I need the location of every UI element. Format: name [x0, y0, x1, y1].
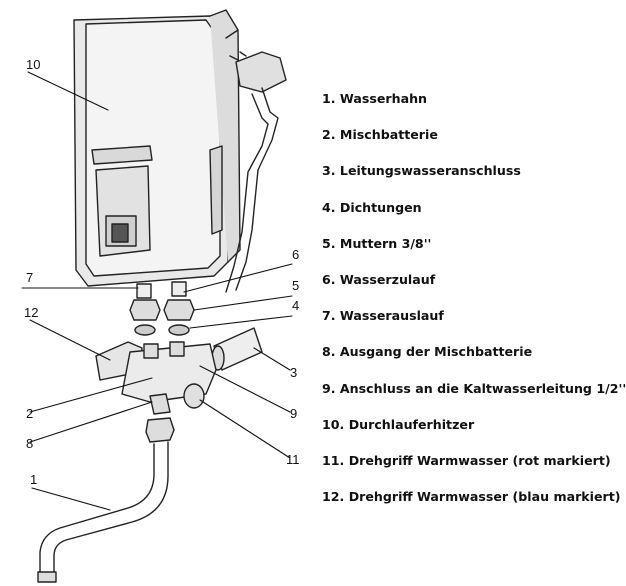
legend-item-7: 7. Wasserauslauf: [322, 308, 444, 324]
callout-2: 2: [26, 406, 33, 421]
callout-3: 3: [290, 365, 297, 380]
callout-leaders: [21, 71, 293, 511]
callout-4: 4: [292, 298, 299, 313]
mixer-battery: [95, 341, 217, 415]
callout-5: 5: [292, 278, 299, 293]
callout-12: 12: [24, 305, 38, 320]
faucet-spout: [37, 441, 169, 583]
legend-item-11: 11. Drehgriff Warmwasser (rot markiert): [322, 452, 611, 468]
legend-item-1: 1. Wasserhahn: [322, 91, 428, 106]
callout-1: 1: [30, 472, 37, 487]
legend-item-4: 4. Dichtungen: [322, 199, 422, 215]
callout-9: 9: [290, 406, 297, 421]
exploded-view-diagram: 10 7 6 5 4 3 12 2 8 9 11 1: [21, 9, 300, 583]
water-connector: [211, 327, 263, 371]
power-plug: [225, 51, 287, 293]
legend-item-2: 2. Mischbatterie: [322, 127, 438, 143]
heater-pipes: [136, 281, 187, 299]
callout-10: 10: [26, 57, 40, 72]
callout-7: 7: [26, 270, 33, 285]
legend-item-9: 9. Anschluss an die Kaltwasserleitung 1/…: [322, 380, 626, 396]
callout-11: 11: [286, 452, 300, 467]
legend-item-3: 3. Leitungswasseranschluss: [322, 163, 521, 179]
water-heater-unit: [73, 9, 241, 287]
legend-item-8: 8. Ausgang der Mischbatterie: [322, 344, 533, 360]
legend-item-12: 12. Drehgriff Warmwasser (blau markiert): [322, 489, 621, 505]
callout-8: 8: [26, 436, 33, 451]
parts-legend: 1. Wasserhahn 2. Mischbatterie 3. Leitun…: [322, 86, 626, 520]
callout-6: 6: [292, 247, 299, 262]
legend-item-5: 5. Muttern 3/8'': [322, 235, 432, 251]
nuts-and-seals: [129, 299, 195, 336]
legend-item-10: 10. Durchlauferhitzer: [322, 416, 475, 432]
legend-item-6: 6. Wasserzulauf: [322, 271, 436, 287]
